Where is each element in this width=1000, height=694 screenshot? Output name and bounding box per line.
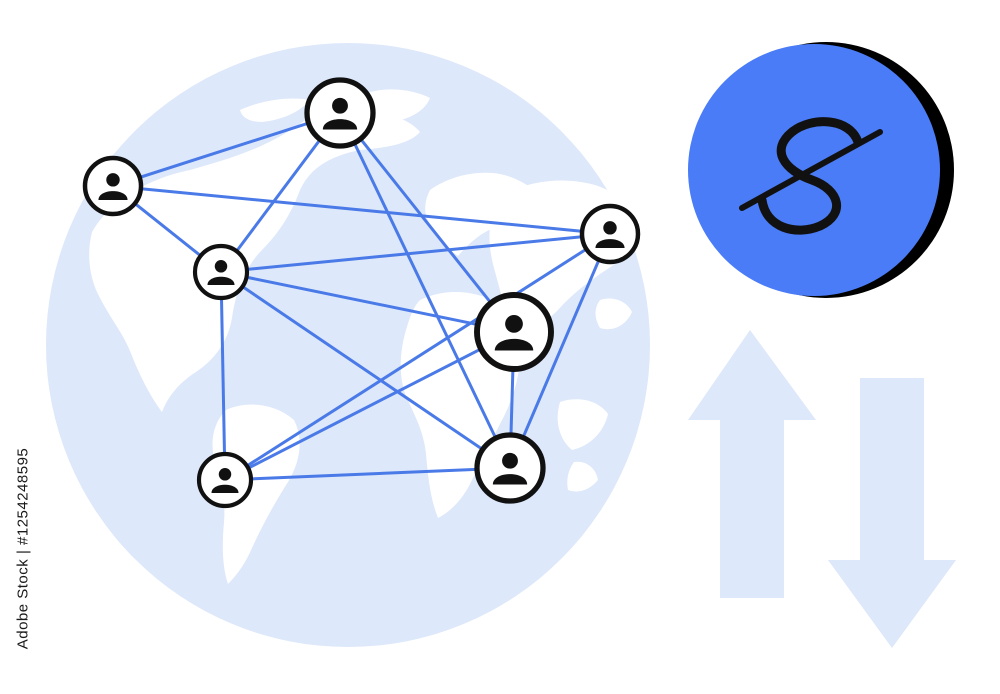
- network-link: [219, 271, 227, 481]
- person-head: [332, 97, 348, 114]
- dollar-stroke: [739, 129, 883, 211]
- person-body: [322, 119, 358, 130]
- person-body: [211, 484, 239, 493]
- person-icon: [474, 432, 546, 504]
- network-link: [220, 270, 511, 470]
- network-link: [338, 112, 516, 333]
- network-link: [112, 111, 341, 188]
- person-icon: [82, 155, 144, 217]
- network-link: [224, 466, 511, 482]
- person-body: [207, 276, 235, 285]
- network-link: [112, 184, 611, 236]
- network-link: [224, 232, 611, 482]
- network-link: [220, 232, 611, 274]
- person-head: [505, 314, 523, 333]
- person-icon: [192, 243, 250, 301]
- person-icon: [304, 77, 376, 149]
- person-icon: [579, 203, 641, 265]
- arrow-down-icon: [828, 378, 956, 648]
- network-nodes: [82, 77, 641, 509]
- person-icon: [196, 451, 254, 509]
- person-body: [98, 191, 128, 200]
- network-link: [338, 112, 512, 469]
- network-link: [224, 330, 515, 482]
- dollar-sign-icon: [757, 117, 863, 235]
- stock-id-label: Adobe Stock | #1254248595: [12, 447, 34, 649]
- person-body: [494, 338, 534, 351]
- person-head: [603, 221, 617, 235]
- arrow-up-icon: [688, 330, 816, 598]
- stock-id-text: Adobe Stock | #1254248595: [14, 447, 32, 649]
- network-link: [220, 270, 515, 334]
- person-body: [492, 474, 528, 485]
- person-head: [214, 260, 228, 273]
- person-head: [106, 173, 120, 187]
- person-icon: [474, 292, 554, 372]
- dollar-coin-icon: [688, 42, 954, 298]
- person-head: [502, 452, 518, 469]
- person-head: [218, 468, 232, 481]
- network-link: [508, 233, 612, 469]
- network-links: [112, 111, 612, 482]
- person-body: [595, 239, 625, 248]
